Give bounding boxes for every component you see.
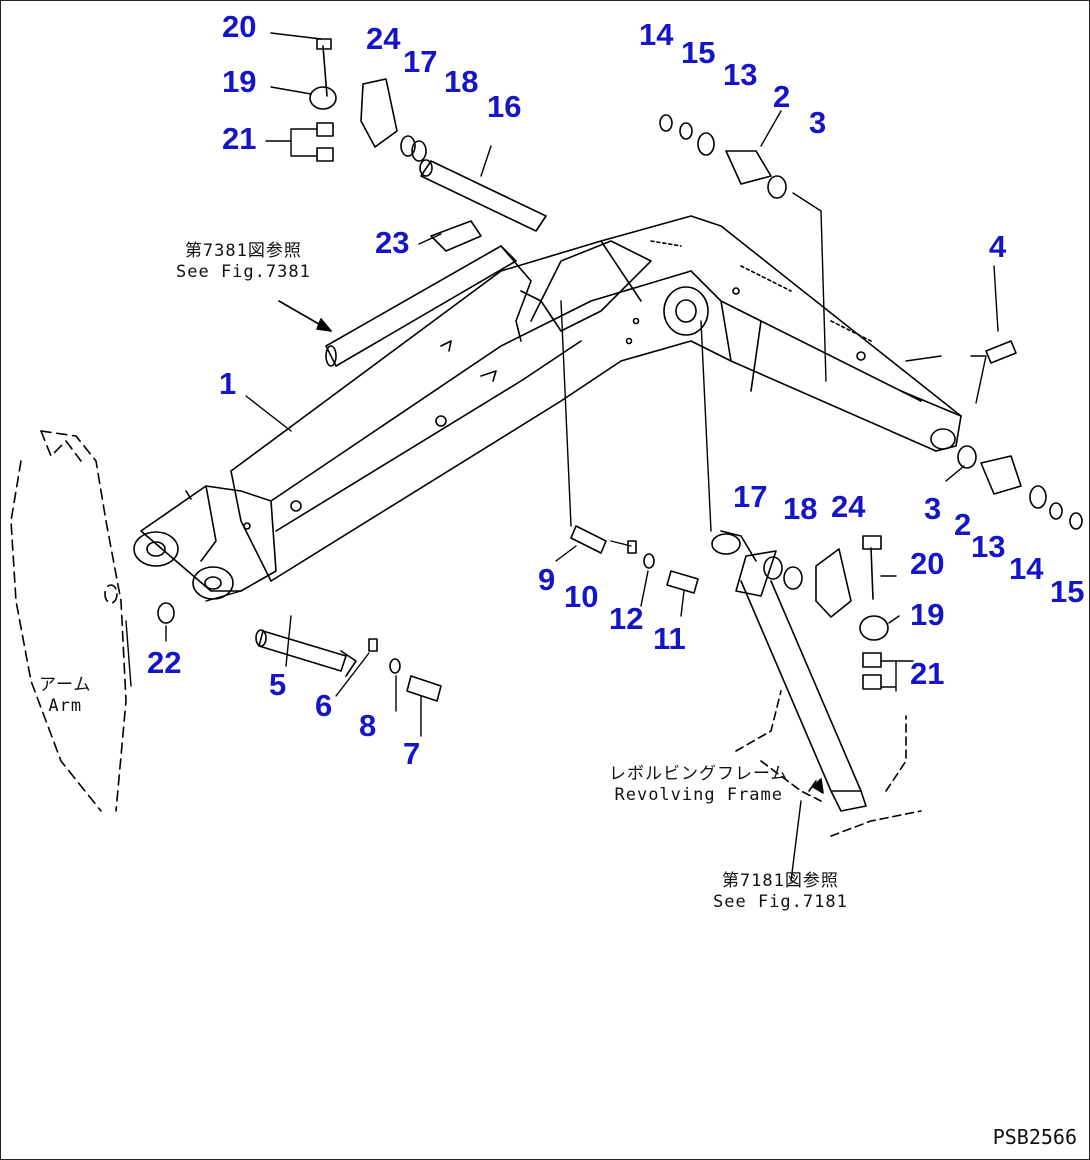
seal-3-bottom bbox=[957, 445, 977, 469]
callout-14: 14 bbox=[639, 17, 674, 52]
nut-21-bottom-a bbox=[862, 652, 882, 668]
callout-20: 20 bbox=[222, 9, 257, 44]
callout-21: 21 bbox=[222, 121, 257, 156]
note-fig7381-jp: 第7381図参照 bbox=[184, 241, 302, 261]
callout-21: 21 bbox=[910, 656, 945, 691]
callout-20: 20 bbox=[910, 546, 945, 581]
callout-3: 3 bbox=[924, 491, 942, 526]
callout-11: 11 bbox=[653, 621, 686, 656]
note-arm-jp: アーム bbox=[39, 675, 92, 695]
boom-head bbox=[133, 485, 277, 600]
leader-lines bbox=[125, 32, 999, 882]
nut-21-top-b bbox=[316, 147, 334, 162]
note-fig7381-en: See Fig.7381 bbox=[176, 262, 311, 283]
callout-23: 23 bbox=[375, 225, 410, 260]
shim-18-top bbox=[411, 140, 427, 162]
plate-23 bbox=[430, 220, 482, 252]
note-fig7181-jp: 第7181図参照 bbox=[721, 871, 839, 891]
collar-19-top bbox=[309, 86, 337, 110]
callout-19: 19 bbox=[222, 64, 257, 99]
callout-4: 4 bbox=[989, 229, 1007, 264]
collar-19-bottom bbox=[859, 615, 889, 641]
callout-13: 13 bbox=[723, 57, 758, 92]
callout-3: 3 bbox=[809, 105, 827, 140]
callout-24: 24 bbox=[366, 21, 401, 56]
pin-9 bbox=[570, 525, 607, 554]
shim-14-bottom bbox=[1049, 502, 1063, 520]
washer-22 bbox=[157, 602, 175, 624]
bolt-7 bbox=[406, 675, 442, 702]
shim-15-top bbox=[679, 122, 693, 140]
note-fig7181: 第7181図参照 See Fig.7181 bbox=[713, 871, 848, 914]
note-revolving-frame: レボルビングフレーム Revolving Frame bbox=[609, 764, 789, 807]
callout-9: 9 bbox=[538, 562, 556, 597]
callout-1: 1 bbox=[219, 366, 237, 401]
bolt-11 bbox=[666, 570, 699, 594]
shim-17-bottom bbox=[763, 556, 783, 580]
nut-21-top-a bbox=[316, 122, 334, 137]
callout-17: 17 bbox=[733, 479, 768, 514]
callout-8: 8 bbox=[359, 708, 377, 743]
callout-16: 16 bbox=[487, 89, 522, 124]
pin-16 bbox=[419, 159, 547, 232]
callout-15: 15 bbox=[681, 35, 716, 70]
note-frame-en: Revolving Frame bbox=[614, 785, 784, 806]
callout-24: 24 bbox=[831, 489, 866, 524]
pin-5 bbox=[255, 629, 357, 677]
washer-12 bbox=[643, 553, 655, 569]
callout-7: 7 bbox=[403, 736, 421, 771]
plate-24-top bbox=[360, 78, 398, 148]
plate-6 bbox=[368, 638, 378, 652]
ring-13-bottom bbox=[1029, 485, 1047, 509]
callout-10: 10 bbox=[564, 579, 599, 614]
note-fig7381: 第7381図参照 See Fig.7381 bbox=[176, 241, 311, 284]
boom-body bbox=[230, 215, 962, 582]
callout-2: 2 bbox=[773, 79, 791, 114]
bushing-2-bottom bbox=[980, 455, 1022, 495]
shim-15-bottom bbox=[1069, 512, 1083, 530]
bushing-2-top bbox=[725, 150, 772, 185]
callout-18: 18 bbox=[783, 491, 818, 526]
seal-3-top bbox=[767, 175, 787, 199]
fitting-4 bbox=[985, 340, 1017, 364]
callout-17: 17 bbox=[403, 44, 438, 79]
note-fig7181-en: See Fig.7181 bbox=[713, 892, 848, 913]
washer-8 bbox=[389, 658, 401, 674]
plate-24-bottom bbox=[815, 548, 852, 618]
drawing-code: PSB2566 bbox=[992, 1125, 1077, 1149]
hose-guard bbox=[325, 245, 542, 367]
callout-18: 18 bbox=[444, 64, 479, 99]
reference-arrows bbox=[278, 300, 824, 794]
note-frame-jp: レボルビングフレーム bbox=[609, 764, 789, 784]
note-arm-en: Arm bbox=[48, 696, 83, 717]
ring-13-top bbox=[697, 132, 715, 156]
boom-cylinder bbox=[711, 530, 867, 812]
callout-5: 5 bbox=[269, 667, 287, 702]
bolt-20-bottom bbox=[862, 535, 882, 600]
arm-outline bbox=[10, 430, 127, 812]
callout-14: 14 bbox=[1009, 551, 1044, 586]
frame-outline bbox=[735, 690, 922, 837]
callout-6: 6 bbox=[315, 688, 333, 723]
callout-19: 19 bbox=[910, 597, 945, 632]
shim-14-top bbox=[659, 114, 673, 132]
shim-17-top bbox=[400, 135, 416, 157]
callout-2: 2 bbox=[954, 507, 972, 542]
plate-10 bbox=[627, 540, 637, 554]
nut-21-bottom-b bbox=[862, 674, 882, 690]
shim-18-bottom bbox=[783, 566, 803, 590]
callout-12: 12 bbox=[609, 601, 644, 636]
callout-15: 15 bbox=[1050, 574, 1085, 609]
callout-13: 13 bbox=[971, 529, 1006, 564]
note-arm: アーム Arm bbox=[39, 675, 91, 718]
callout-22: 22 bbox=[147, 645, 182, 680]
